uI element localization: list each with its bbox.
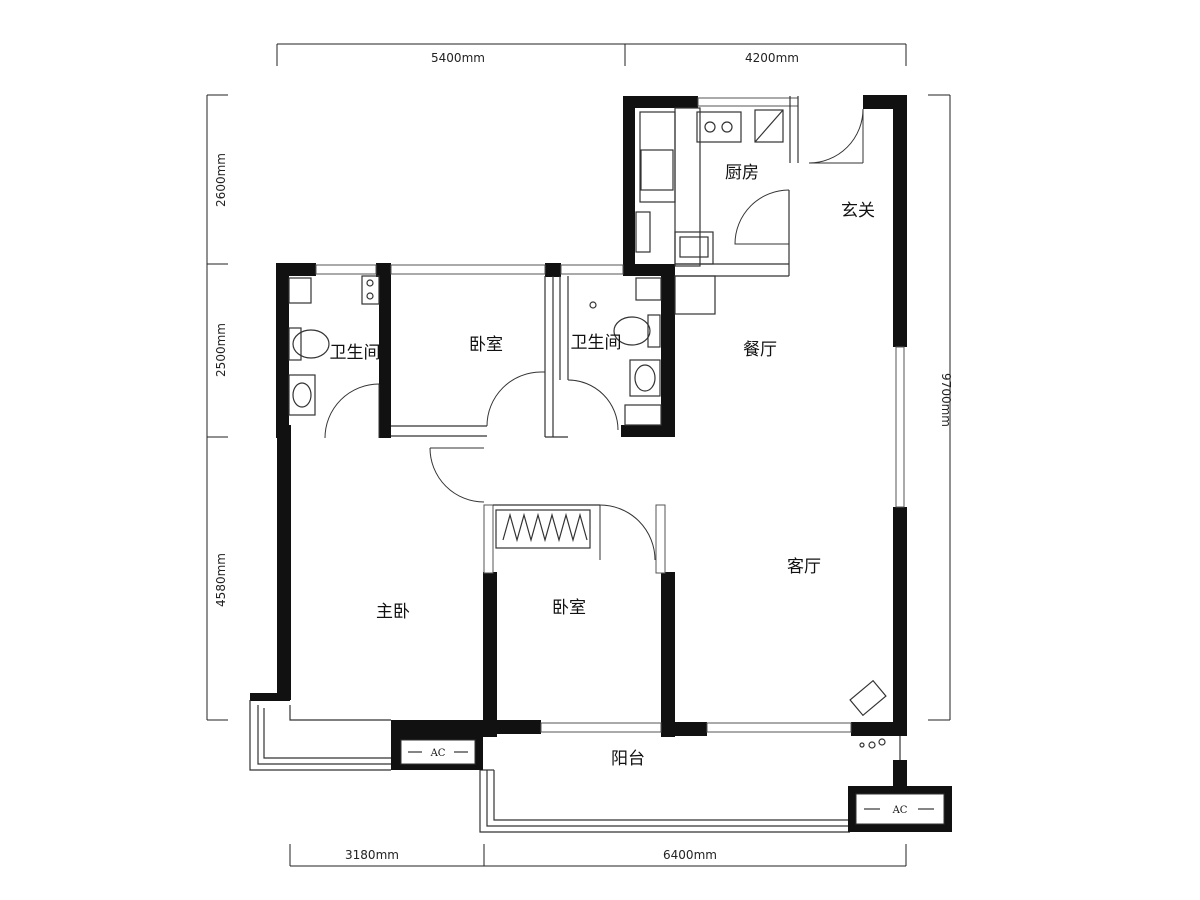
dim-left-top: 2600mm (214, 153, 228, 207)
dim-left-bottom: 4580mm (214, 553, 228, 607)
label-bedroom-top: 卧室 (469, 335, 503, 355)
label-bedroom-middle: 卧室 (552, 598, 586, 618)
label-master-bedroom: 主卧 (376, 602, 410, 622)
ac-unit-right (848, 786, 952, 832)
walls (250, 95, 907, 788)
doors (324, 108, 864, 561)
kitchen-fixtures (635, 107, 784, 315)
label-bathroom-right: 卫生间 (571, 333, 622, 353)
dim-bottom-right: 6400mm (663, 848, 717, 862)
label-bathroom-left: 卫生间 (330, 343, 381, 363)
label-living: 客厅 (787, 557, 821, 577)
ac-unit-left (393, 734, 483, 770)
bathroom-left-fixtures (288, 275, 380, 416)
label-balcony: 阳台 (611, 749, 645, 769)
living-fixtures (849, 679, 887, 749)
ac-label-left: AC (430, 748, 446, 759)
dim-top-left: 5400mm (431, 51, 485, 65)
wardrobe (502, 512, 588, 543)
label-kitchen: 厨房 (725, 163, 759, 183)
bathroom-right-fixtures (589, 277, 662, 426)
dim-right: 9700mm (939, 373, 953, 427)
label-entrance: 玄关 (841, 201, 875, 221)
ac-label-right: AC (892, 805, 908, 816)
dim-bottom-left: 3180mm (345, 848, 399, 862)
windows (249, 96, 905, 833)
dim-left-middle: 2500mm (214, 323, 228, 377)
label-dining: 餐厅 (743, 340, 777, 360)
dimension-lines (206, 43, 951, 867)
dim-top-right: 4200mm (745, 51, 799, 65)
